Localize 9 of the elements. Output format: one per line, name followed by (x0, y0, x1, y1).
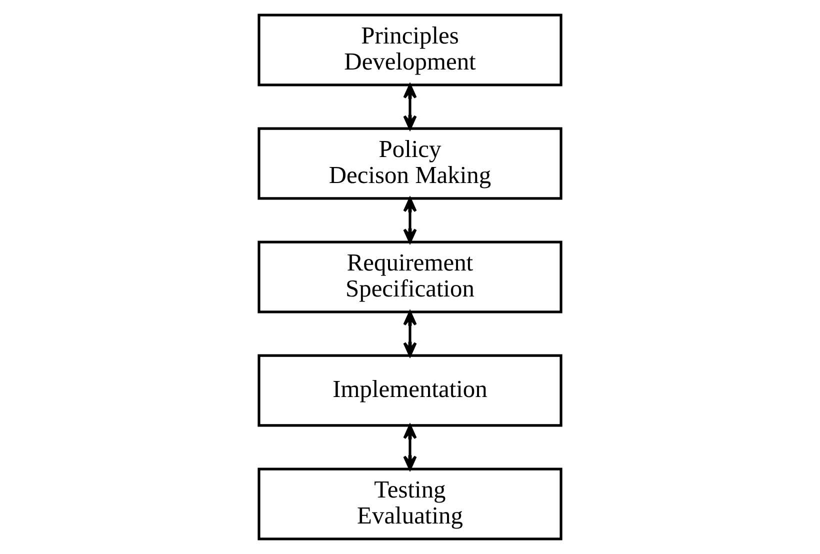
arrow (403, 84, 417, 130)
node-box: Policy Decison Making (258, 127, 562, 200)
node-box: Requirement Specification (258, 240, 562, 314)
arrow (403, 198, 417, 244)
node-box: Testing Evaluating (258, 468, 562, 540)
node-box: Principles Development (258, 14, 562, 86)
arrow (403, 424, 417, 470)
arrow (403, 311, 417, 357)
node-box: Implementation (258, 354, 562, 427)
